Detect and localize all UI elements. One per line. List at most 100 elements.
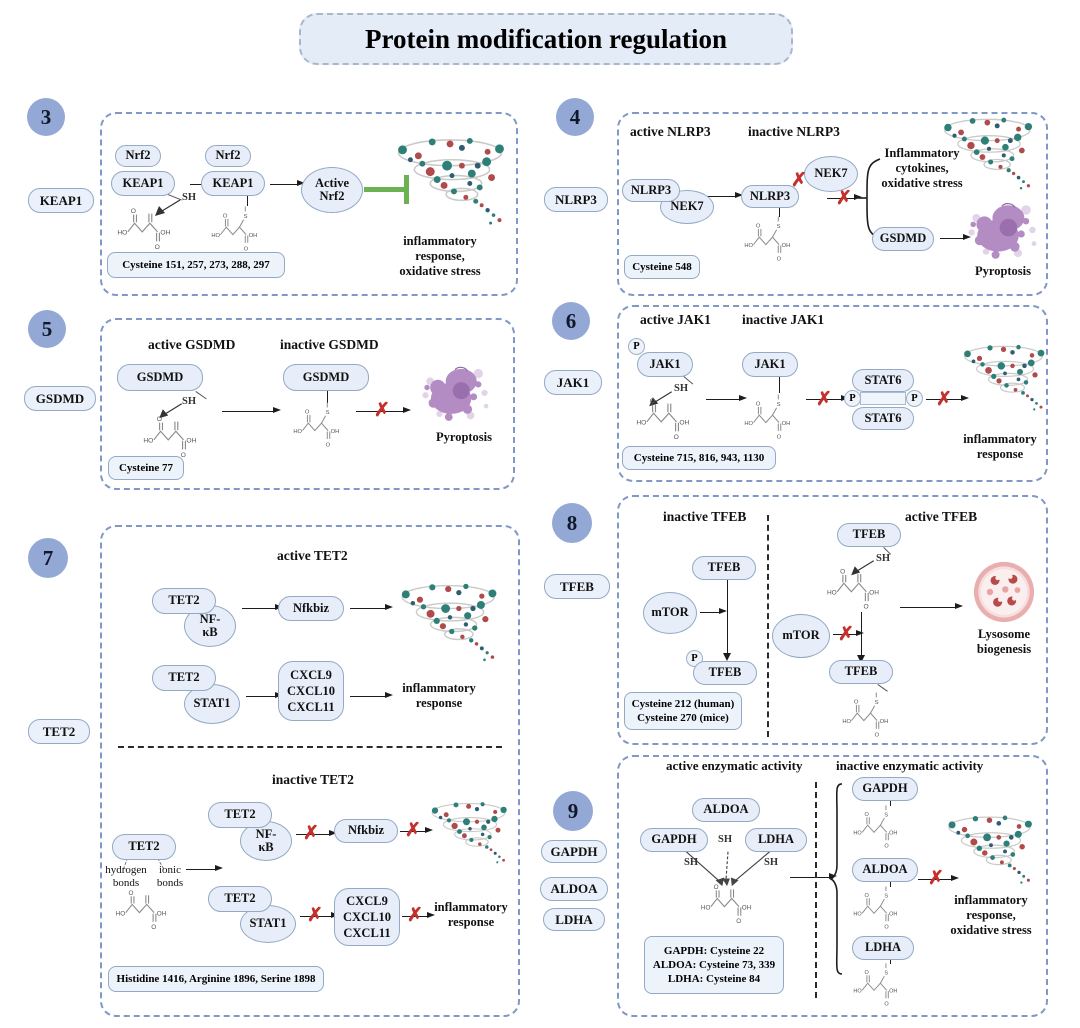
inactive-active-divider [767, 515, 769, 737]
residue-annotation: Cysteine 715, 816, 943, 1130 [622, 446, 776, 470]
blocked-x-icon [303, 824, 319, 843]
itaconate-cysteine-adduct-icon [849, 961, 907, 1007]
blocked-x-icon [407, 906, 423, 925]
outcome-text: inflammatory response [402, 681, 476, 710]
node-active-nrf2: Active Nrf2 [301, 167, 363, 213]
itaconate-cysteine-adduct-icon [849, 884, 907, 930]
node-gsdmd: GSDMD [283, 364, 369, 391]
section-header-active: active enzymatic activity [666, 758, 803, 773]
panel5-side-label-gsdmd: GSDMD [24, 386, 96, 411]
section-header-inactive: inactive TFEB [663, 509, 747, 524]
arrow [706, 395, 747, 402]
node-tfeb: TFEB [837, 523, 901, 547]
node-nek7: NEK7 [804, 156, 858, 192]
arrow [350, 604, 393, 611]
node-aldoa: ALDOA [692, 798, 760, 822]
thiol-label: SH [182, 192, 197, 203]
inflammation-storm-icon [942, 814, 1040, 888]
thiol-label: SH [876, 553, 891, 564]
itaconate-cysteine-adduct-icon [849, 803, 907, 849]
connector-line [327, 391, 328, 403]
connector-line [890, 882, 891, 887]
node-cxcl-group: CXCL9 CXCL10 CXCL11 [278, 661, 344, 721]
blocked-x-icon [816, 390, 832, 409]
section-header-inactive: inactive NLRP3 [748, 124, 840, 139]
pyroptosis-cell-icon [962, 194, 1042, 262]
panel6-number-badge: 6 [552, 302, 590, 340]
node-stat6: STAT6 [852, 369, 914, 392]
node-nlrp3: NLRP3 [622, 179, 680, 202]
residue-annotation: Cysteine 77 [108, 456, 184, 480]
section-header-inactive: inactive GSDMD [280, 337, 379, 352]
arrow [186, 865, 223, 872]
panel9-number-badge: 9 [553, 791, 593, 831]
node-nrf2: Nrf2 [205, 145, 251, 167]
itaconate-molecule-icon [634, 396, 698, 440]
node-gsdmd: GSDMD [872, 227, 934, 251]
arrow [940, 234, 971, 241]
node-keap1: KEAP1 [111, 171, 175, 196]
inflammation-storm-icon [960, 336, 1050, 422]
arrow [857, 612, 866, 663]
panel9-side-label-ldha: LDHA [543, 908, 605, 931]
node-ldha: LDHA [852, 936, 914, 960]
connector-line [890, 960, 891, 964]
panel4-number-badge: 4 [556, 98, 594, 136]
section-header-inactive: inactive JAK1 [742, 312, 825, 327]
blocked-x-icon [791, 171, 807, 190]
blocked-x-icon [405, 821, 421, 840]
panel3-side-label-keap1: KEAP1 [28, 188, 94, 213]
node-mtor: mTOR [772, 614, 830, 658]
node-tet2: TET2 [208, 886, 272, 912]
arrow [700, 608, 727, 615]
outcome-text: inflammatory response, oxidative stress [950, 893, 1032, 937]
itaconate-cysteine-adduct-icon [206, 204, 268, 252]
active-inactive-divider [118, 746, 502, 748]
arrow [246, 692, 283, 699]
node-tet2: TET2 [152, 665, 216, 691]
itaconate-molecule-icon [114, 888, 174, 930]
arrow [723, 580, 732, 661]
itaconate-molecule-icon [116, 206, 178, 250]
outcome-text: inflammatory response [963, 432, 1037, 461]
blocked-x-icon [836, 189, 852, 208]
node-cxcl-group: CXCL9 CXCL10 CXCL11 [334, 888, 400, 946]
outcome-text: Pyroptosis [435, 430, 493, 444]
node-tfeb: TFEB [692, 556, 756, 580]
panel7-side-label-tet2: TET2 [28, 719, 90, 744]
phospho-label: P [844, 390, 861, 407]
node-gapdh: GAPDH [852, 777, 918, 801]
node-nfkb: NF- κB [240, 821, 292, 861]
itaconate-molecule-icon [140, 414, 206, 458]
blocked-x-icon [936, 390, 952, 409]
node-nlrp3: NLRP3 [741, 185, 799, 208]
outcome-text: Lysosome biogenesis [976, 627, 1032, 656]
residue-annotation: GAPDH: Cysteine 22 ALDOA: Cysteine 73, 3… [644, 936, 784, 994]
itaconate-cysteine-adduct-icon [286, 400, 352, 448]
section-header-active: active TET2 [277, 548, 348, 563]
connector-line [779, 377, 780, 393]
node-ldha: LDHA [745, 828, 807, 852]
active-inactive-divider [815, 782, 817, 998]
itaconate-cysteine-adduct-icon [838, 690, 898, 738]
connector-line [890, 801, 891, 806]
section-header-inactive: inactive TET2 [272, 772, 354, 787]
node-tet2: TET2 [112, 834, 176, 860]
arrow [222, 407, 281, 414]
node-nfkbiz: Nfkbiz [334, 819, 398, 843]
bond-label-hydrogen: hydrogen bonds [105, 864, 147, 889]
thiol-label: SH [764, 857, 779, 868]
lysosome-icon [970, 560, 1038, 624]
thiol-label: SH [182, 396, 197, 407]
node-jak1: JAK1 [637, 352, 693, 377]
arrow [900, 603, 963, 610]
connector-line [779, 208, 780, 217]
inflammation-storm-icon [388, 582, 512, 666]
arrow [350, 692, 393, 699]
panel7-number-badge: 7 [28, 538, 68, 578]
inflammation-storm-icon [938, 116, 1040, 194]
stat6-dimer-link [860, 392, 906, 405]
panel9-side-label-gapdh: GAPDH [541, 840, 607, 863]
residue-annotation: Cysteine 212 (human) Cysteine 270 (mice) [624, 692, 742, 730]
arrow [790, 873, 837, 880]
